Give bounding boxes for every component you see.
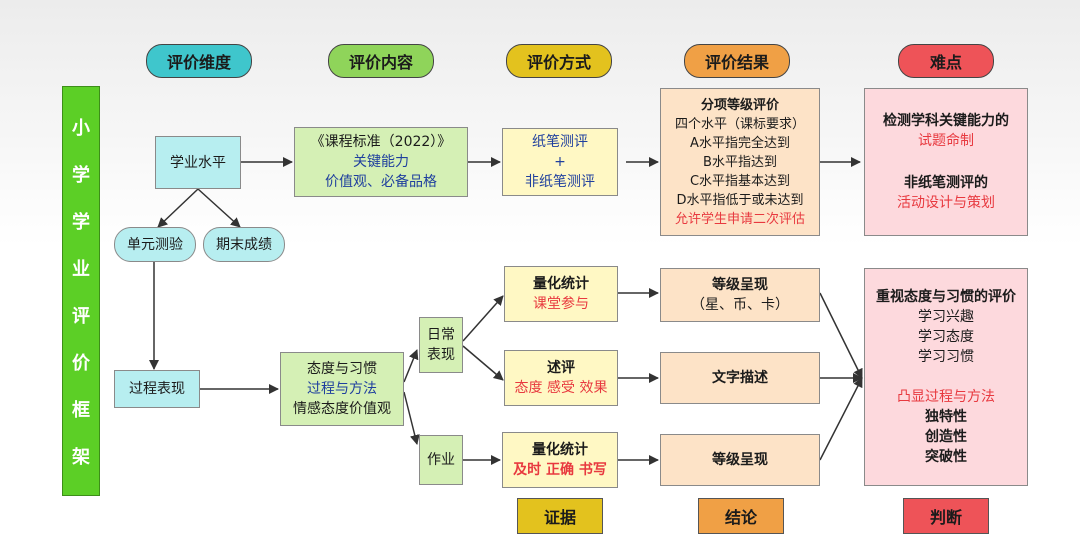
- grade-eval-box: 分项等级评价 四个水平（课标要求） A水平指完全达到 B水平指达到 C水平指基本…: [660, 88, 820, 236]
- daily-box: 日常 表现: [419, 317, 463, 373]
- text-desc-text: 文字描述: [712, 370, 768, 386]
- difficulty-top-box: 检测学科关键能力的 试题命制 非纸笔测评的 活动设计与策划: [864, 88, 1028, 236]
- difficulty-bottom-line1: 重视态度与习惯的评价: [876, 289, 1016, 305]
- title-char: 框: [72, 399, 90, 421]
- title-char: 评: [72, 305, 90, 327]
- academic-level-text: 学业水平: [170, 154, 226, 171]
- quant1-box: 量化统计 课堂参与: [504, 266, 618, 322]
- grade-show1-line2: （星、币、卡）: [691, 297, 789, 313]
- grade-show1-line1: 等级呈现: [712, 277, 768, 293]
- grade-eval-line4: B水平指达到: [703, 154, 777, 170]
- grade-eval-line2: 四个水平（课标要求）: [674, 116, 805, 132]
- process-performance-box: 过程表现: [114, 370, 200, 408]
- difficulty-top-line3: 非纸笔测评的: [904, 175, 988, 191]
- difficulty-bottom-line5: 凸显过程与方法: [897, 389, 995, 405]
- title-char: 业: [72, 258, 90, 280]
- footer-conclusion: 结论: [698, 498, 784, 534]
- curriculum-line3: 价值观、必备品格: [325, 174, 437, 190]
- quant2-line1: 量化统计: [532, 442, 588, 458]
- homework-box: 作业: [419, 435, 463, 485]
- grade-eval-line7: 允许学生申请二次评估: [674, 211, 805, 227]
- difficulty-bottom-line3: 学习态度: [918, 329, 974, 345]
- review-line2: 态度 感受 效果: [514, 380, 608, 396]
- footer-judgment: 判断: [903, 498, 989, 534]
- arrow-level-to-final: [197, 188, 241, 228]
- header-result: 评价结果: [684, 44, 790, 78]
- daily-line1: 日常: [427, 327, 455, 343]
- header-dimension: 评价维度: [146, 44, 252, 78]
- header-difficulty: 难点: [898, 44, 994, 78]
- difficulty-bottom-line6: 独特性: [925, 409, 967, 425]
- attitude-line3: 情感态度价值观: [293, 401, 391, 417]
- arrow-attitude-to-daily: [403, 349, 419, 383]
- title-char: 学: [72, 211, 90, 233]
- text-desc-box: 文字描述: [660, 352, 820, 404]
- difficulty-top-line1: 检测学科关键能力的: [883, 113, 1009, 129]
- quant2-line2: 及时 正确 书写: [513, 462, 607, 478]
- arrow-daily-to-quant1: [462, 295, 504, 342]
- arrow-attitude-to-homework: [403, 391, 420, 445]
- title-char: 价: [72, 352, 90, 374]
- title-char: 小: [72, 117, 90, 139]
- unit-test-text: 单元测验: [127, 236, 183, 253]
- unit-test-box: 单元测验: [114, 227, 196, 262]
- difficulty-bottom-line2: 学习兴趣: [918, 309, 974, 325]
- title-char: 学: [72, 164, 90, 186]
- daily-line2: 表现: [427, 347, 455, 363]
- arrow-grade2-to-difficulty: [819, 377, 863, 461]
- arrow-grade1-to-difficulty: [819, 292, 863, 379]
- final-score-text: 期末成绩: [216, 236, 272, 253]
- header-method: 评价方式: [506, 44, 612, 78]
- difficulty-bottom-line7: 创造性: [925, 429, 967, 445]
- grade-show1-box: 等级呈现 （星、币、卡）: [660, 268, 820, 322]
- written-test-line2: +: [554, 154, 566, 170]
- attitude-line2: 过程与方法: [307, 381, 377, 397]
- attitude-line1: 态度与习惯: [307, 361, 377, 377]
- arrow-level-to-unit: [157, 188, 199, 228]
- header-content: 评价内容: [328, 44, 434, 78]
- academic-level-box: 学业水平: [155, 136, 241, 189]
- review-line1: 述评: [547, 360, 575, 376]
- final-score-box: 期末成绩: [203, 227, 285, 262]
- curriculum-line2: 关键能力: [353, 154, 409, 170]
- difficulty-bottom-line8: 突破性: [925, 449, 967, 465]
- grade-eval-line3: A水平指完全达到: [690, 135, 790, 151]
- curriculum-box: 《课程标准（2022）》 关键能力 价值观、必备品格: [294, 127, 468, 197]
- homework-text: 作业: [427, 452, 455, 468]
- quant1-line2: 课堂参与: [533, 296, 589, 312]
- difficulty-top-line2: 试题命制: [918, 133, 974, 149]
- grade-eval-line1: 分项等级评价: [700, 97, 779, 113]
- framework-title: 小 学 学 业 评 价 框 架: [62, 86, 100, 496]
- difficulty-bottom-box: 重视态度与习惯的评价 学习兴趣 学习态度 学习习惯 凸显过程与方法 独特性 创造…: [864, 268, 1028, 486]
- process-performance-text: 过程表现: [129, 381, 185, 397]
- curriculum-line1: 《课程标准（2022）》: [310, 134, 452, 150]
- grade-show2-box: 等级呈现: [660, 434, 820, 486]
- grade-show2-text: 等级呈现: [712, 452, 768, 468]
- title-char: 架: [72, 446, 90, 468]
- quant1-line1: 量化统计: [533, 276, 589, 292]
- written-test-box: 纸笔测评 + 非纸笔测评: [502, 128, 618, 196]
- written-test-line1: 纸笔测评: [532, 134, 588, 150]
- review-box: 述评 态度 感受 效果: [504, 350, 618, 406]
- attitude-box: 态度与习惯 过程与方法 情感态度价值观: [280, 352, 404, 426]
- difficulty-bottom-line4: 学习习惯: [918, 349, 974, 365]
- grade-eval-line5: C水平指基本达到: [689, 173, 791, 189]
- grade-eval-line6: D水平指低于或未达到: [676, 192, 804, 208]
- footer-evidence: 证据: [517, 498, 603, 534]
- arrow-daily-to-review: [462, 345, 504, 381]
- written-test-line3: 非纸笔测评: [525, 174, 595, 190]
- quant2-box: 量化统计 及时 正确 书写: [502, 432, 618, 488]
- difficulty-top-line4: 活动设计与策划: [897, 195, 995, 211]
